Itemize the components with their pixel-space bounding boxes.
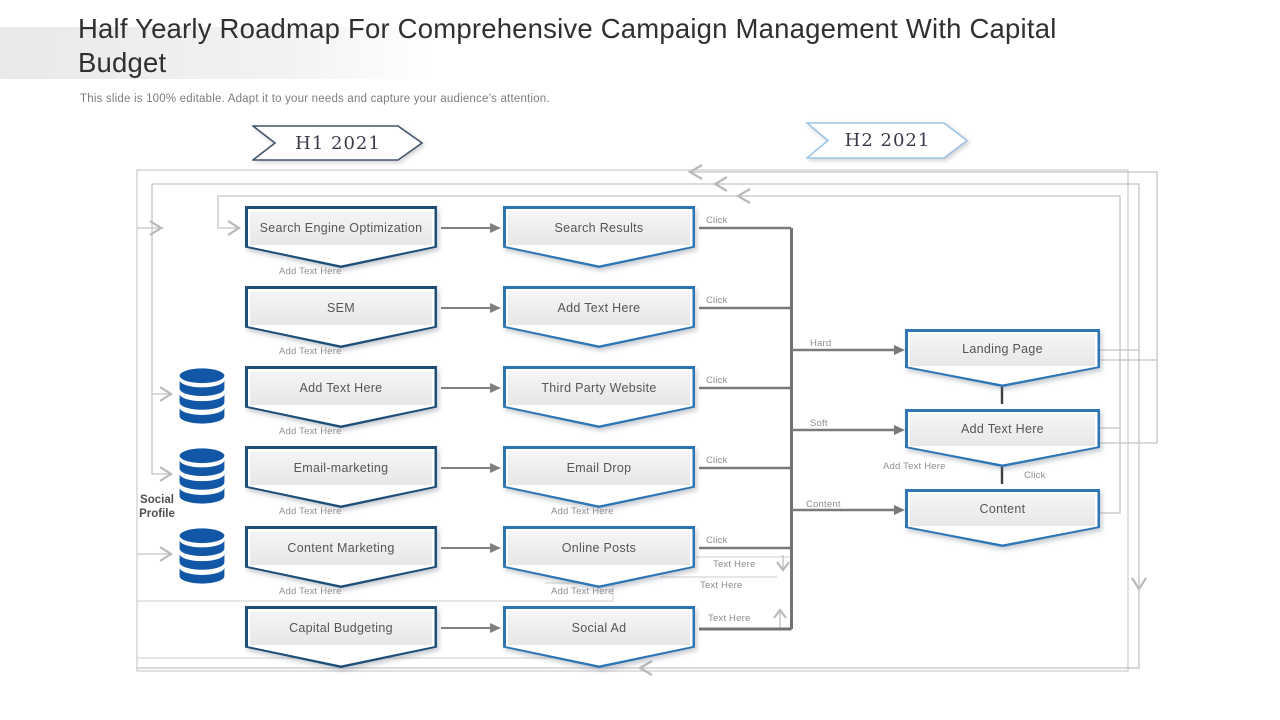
click-label: Click [706, 455, 728, 466]
text-here-placeholder: Text Here [700, 580, 743, 591]
box-label: Add Text Here [557, 300, 641, 315]
box-label: Capital Budgeting [289, 620, 393, 635]
box-label: SEM [327, 300, 355, 315]
add-text-note: Add Text Here [279, 266, 342, 277]
click-label: Click [706, 295, 728, 306]
click-label: Click [706, 215, 728, 226]
text-here-placeholder: Text Here [713, 559, 756, 570]
soft-label: Soft [810, 418, 828, 429]
add-text-note: Add Text Here [279, 586, 342, 597]
box-landing-page: Landing Page [905, 329, 1100, 387]
box-label: Search Results [554, 220, 644, 235]
box-social-ad: Social Ad [503, 606, 695, 668]
add-text-note: Add Text Here [551, 506, 614, 517]
title-highlight-band [0, 27, 433, 79]
box-capital-budgeting: Capital Budgeting [245, 606, 437, 668]
box-label: Search Engine Optimization [259, 220, 423, 235]
box-third-party-website: Third Party Website [503, 366, 695, 428]
page-title: Half Yearly Roadmap For Comprehensive Ca… [78, 13, 1057, 78]
click-label: Click [706, 375, 728, 386]
banner-shape [806, 122, 969, 159]
add-text-note: Add Text Here [551, 586, 614, 597]
text-here-placeholder: Text Here [708, 613, 751, 624]
box-content: Content [905, 489, 1100, 547]
box-email-drop: Email Drop [503, 446, 695, 508]
database-icon [179, 448, 225, 504]
box-label: Add Text Here [961, 422, 1044, 436]
add-text-note: Add Text Here [279, 506, 342, 517]
click-label: Click [706, 535, 728, 546]
add-text-note: Add Text Here [279, 426, 342, 437]
box-sem: SEM [245, 286, 437, 348]
box-label: Content Marketing [287, 540, 395, 555]
hard-label: Hard [810, 338, 832, 349]
social-profile-line1: Social [140, 494, 174, 506]
add-text-note: Add Text Here [279, 346, 342, 357]
box-label: Social Ad [571, 620, 627, 635]
social-profile-label: Social Profile [118, 494, 196, 522]
box-label: Third Party Website [541, 380, 657, 395]
box-label: Email-marketing [293, 460, 389, 475]
social-profile-line2: Profile [139, 507, 175, 520]
box-add-text-middle: Add Text Here [503, 286, 695, 348]
box-email-marketing: Email-marketing [245, 446, 437, 508]
box-content-marketing: Content Marketing [245, 526, 437, 588]
add-text-note: Add Text Here [883, 461, 946, 472]
h2-2021-banner: H2 2021 [806, 122, 969, 159]
click-label: Click [1024, 470, 1046, 481]
database-icon [179, 368, 225, 424]
box-search-engine-optimization: Search Engine Optimization [245, 206, 437, 268]
box-online-posts: Online Posts [503, 526, 695, 588]
h2-2021-label: H2 2021 [844, 130, 931, 151]
box-label: Landing Page [962, 342, 1043, 356]
box-search-results: Search Results [503, 206, 695, 268]
box-label: Add Text Here [299, 380, 383, 395]
banner-shape [252, 125, 424, 161]
h1-2021-label: H1 2021 [295, 132, 381, 154]
box-label: Email Drop [566, 460, 632, 475]
box-label: Content [979, 502, 1026, 516]
database-icon [179, 528, 225, 584]
box-add-text-left: Add Text Here [245, 366, 437, 428]
box-label: Online Posts [561, 540, 637, 555]
box-add-text-right: Add Text Here [905, 409, 1100, 467]
page-subtitle: This slide is 100% editable. Adapt it to… [80, 93, 550, 105]
content-label: Content [806, 499, 841, 510]
h1-2021-banner: H1 2021 [252, 125, 424, 161]
